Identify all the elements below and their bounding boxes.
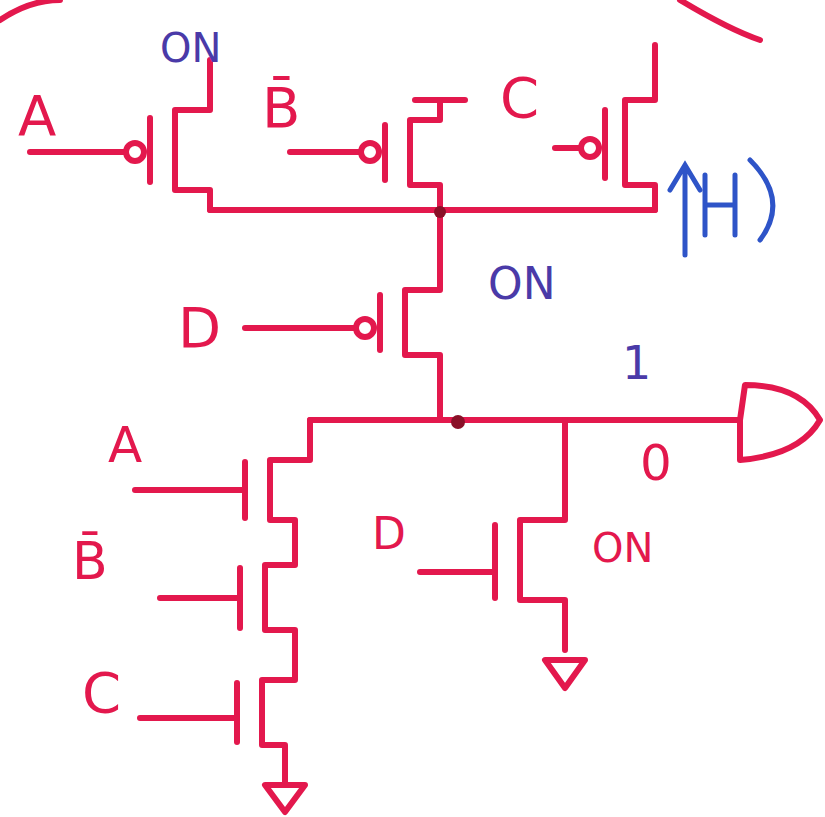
pmos-transistor: [410, 100, 440, 210]
annotation-arrow: [670, 165, 700, 255]
inverter-bubble: [361, 143, 379, 161]
state-note: ON: [592, 528, 653, 568]
inverter-bubble: [581, 139, 599, 157]
wire: [210, 207, 655, 213]
gate-plate: [492, 525, 498, 598]
nmos-stack: [262, 420, 310, 785]
nmos-transistor: [520, 420, 565, 650]
output-wire: [310, 417, 740, 423]
pmos-transistor: [175, 60, 210, 210]
inverter-bubble: [126, 143, 144, 161]
gate-plate: [602, 110, 608, 178]
state-note: ON: [160, 28, 221, 68]
gate-plate: [234, 683, 240, 742]
signal-name: B̄: [262, 80, 300, 136]
gate-wire: [290, 149, 360, 155]
ground-symbol: [545, 660, 585, 688]
pmos-transistor: [625, 45, 655, 210]
junction-dot: [434, 206, 446, 218]
signal-name: B̄: [72, 535, 108, 587]
signal-name: A: [18, 88, 56, 144]
gate-plate: [382, 125, 388, 180]
wire: [680, 0, 760, 40]
inverter-bubble: [356, 319, 374, 337]
signal-name: C: [500, 70, 539, 126]
output-symbol: [740, 385, 820, 460]
gate-wire: [245, 325, 355, 331]
gate-plate: [147, 118, 153, 182]
annotation-scribble: [705, 160, 773, 240]
junction-dot: [451, 415, 465, 429]
logic-value: 0: [640, 438, 672, 488]
signal-name: A: [108, 420, 142, 470]
gate-wire: [135, 487, 245, 493]
wire: [0, 0, 60, 20]
state-note: ON: [488, 262, 556, 306]
pmos-transistor: [405, 210, 440, 420]
logic-value: 1: [622, 340, 651, 386]
gate-wire: [555, 145, 580, 151]
signal-name: D: [178, 300, 221, 356]
gate-wire: [30, 149, 125, 155]
gate-wire: [420, 569, 495, 575]
gate-plate: [377, 295, 383, 350]
ground-symbol: [265, 785, 305, 812]
gate-wire: [140, 715, 237, 721]
gate-wire: [160, 595, 240, 601]
signal-name: C: [82, 665, 121, 721]
signal-name: D: [372, 512, 406, 556]
